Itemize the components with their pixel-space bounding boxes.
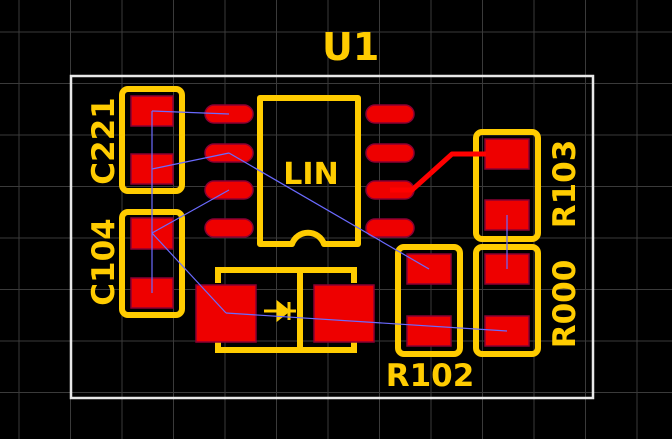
u1-pad-7[interactable] [365,143,415,163]
u1-pad-5[interactable] [365,218,415,238]
diode-silkscreen-top [215,267,357,283]
ratsnest-line [225,312,508,332]
r102-pad-2[interactable] [406,315,452,347]
ratsnest-line [151,232,227,314]
ratsnest-line [151,152,230,170]
component-u1[interactable]: LIN [204,95,415,247]
u1-pad-8[interactable] [365,104,415,124]
designator-r102: R102 [386,358,475,394]
designator-r000: R000 [547,260,583,349]
board-outline [69,74,595,400]
ratsnest-line [151,189,230,234]
diode-silkscreen-bottom [215,336,357,353]
u1-silkscreen-body [257,95,361,247]
ratsnest-line [151,110,230,115]
copper-trace-u1-r103[interactable] [390,151,486,193]
r102-silkscreen-outline [395,244,463,357]
designator-c104: C104 [86,218,122,305]
ratsnest [151,110,508,332]
ratsnest-line [228,152,430,270]
designator-r103: R103 [547,140,583,229]
designator-c221: C221 [86,97,122,184]
component-r102[interactable]: R102 [386,244,475,394]
u1-value-label: LIN [283,157,338,192]
designator-u1[interactable]: U1 [322,25,379,69]
r103-pad-1[interactable] [484,138,530,170]
diode-pad-cathode[interactable] [313,284,375,343]
u1-pad-4[interactable] [204,218,254,238]
